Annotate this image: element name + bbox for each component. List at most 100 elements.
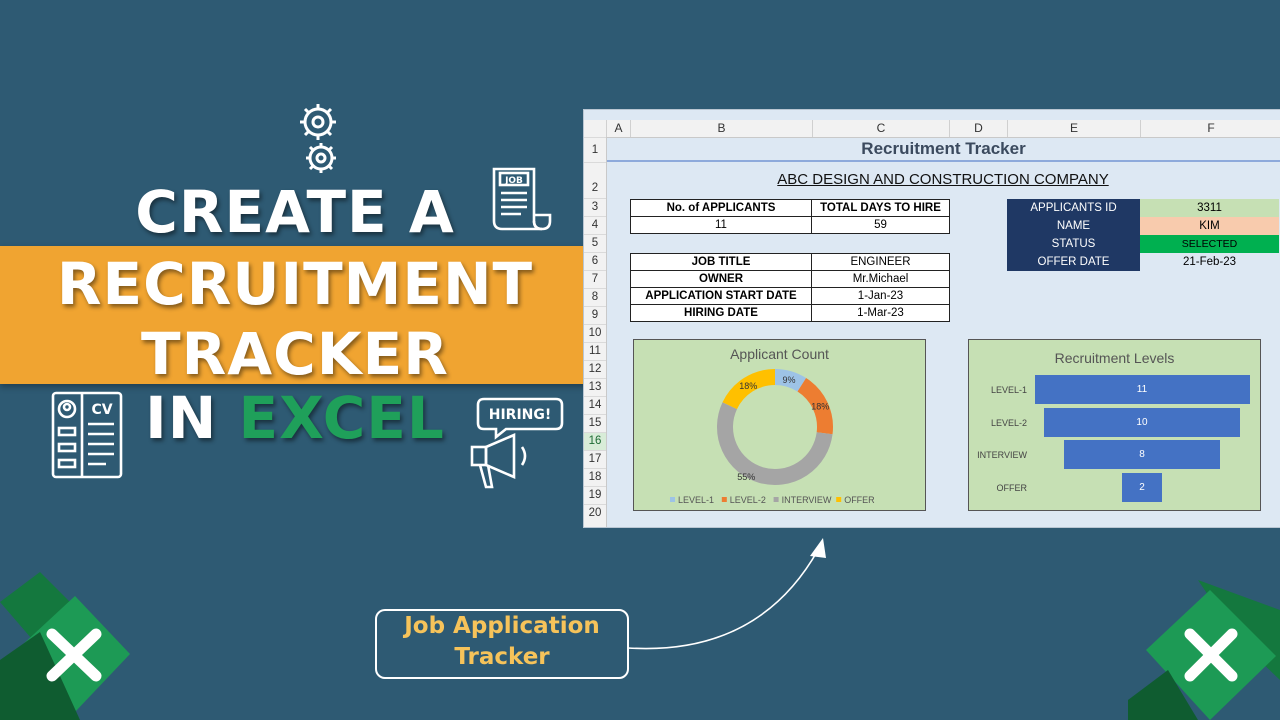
summary-table: No. of APPLICANTS TOTAL DAYS TO HIRE 11 … xyxy=(630,199,950,234)
legend-swatch xyxy=(773,497,779,502)
callout-line-1: Job Application xyxy=(404,613,600,639)
funnel-category-label: LEVEL-2 xyxy=(990,417,1027,428)
cv-label: CV xyxy=(91,402,112,418)
gears-icon xyxy=(300,104,336,173)
funnel-category-label: OFFER xyxy=(996,482,1028,493)
applicant-id-value[interactable]: 3311 xyxy=(1140,199,1279,217)
funnel-category-label: LEVEL-1 xyxy=(990,385,1027,395)
row-header[interactable]: 7 xyxy=(584,270,606,288)
column-header-bar: A B C D E F xyxy=(584,120,1280,138)
row-header[interactable]: 1 xyxy=(584,137,606,162)
sheet-title[interactable]: Recruitment Tracker xyxy=(607,138,1280,162)
funnel-bar: 2 xyxy=(1122,472,1162,502)
applicant-count-chart[interactable]: Applicant Count 9% 18% 55% 18% LEVEL-1 LEVEL-… xyxy=(633,339,926,511)
row-header-bar: 1 2 3 4 5 6 7 8 9 10 11 12 13 14 15 16 1… xyxy=(584,137,607,527)
row-header[interactable]: 10 xyxy=(584,324,606,342)
job-document-icon: JOB xyxy=(492,167,552,231)
applicants-count-value[interactable]: 11 xyxy=(630,216,812,234)
job-info-value[interactable]: ENGINEER xyxy=(811,253,950,271)
headline-line-4: IN EXCEL xyxy=(0,384,590,452)
funnel-bar: 11 xyxy=(1034,375,1250,404)
excel-logo-icon xyxy=(1128,580,1280,720)
row-header[interactable]: 6 xyxy=(584,252,606,270)
row-header[interactable]: 18 xyxy=(584,468,606,486)
status-label[interactable]: STATUS xyxy=(1007,235,1140,253)
job-info-label[interactable]: HIRING DATE xyxy=(630,304,812,322)
funnel-bar: 8 xyxy=(1063,440,1221,469)
applicant-id-label[interactable]: APPLICANTS ID xyxy=(1007,199,1140,217)
arrow-icon xyxy=(627,538,826,650)
column-header[interactable]: A xyxy=(606,120,630,137)
job-label: JOB xyxy=(504,176,523,186)
cv-icon: CV xyxy=(51,391,123,479)
headline-line-3: TRACKER xyxy=(141,320,449,388)
headline-excel: EXCEL xyxy=(238,384,445,452)
job-info-value[interactable]: Mr.Michael xyxy=(811,270,950,288)
slice-label: 18% xyxy=(739,381,757,391)
funnel-category-label: INTERVIEW xyxy=(977,450,1027,460)
donut-slice xyxy=(774,369,807,392)
hiring-label: HIRING! xyxy=(489,407,552,423)
title-band xyxy=(0,246,592,384)
legend-label: LEVEL-2 xyxy=(730,495,766,505)
column-header[interactable]: B xyxy=(630,120,812,137)
row-header[interactable]: 14 xyxy=(584,396,606,414)
donut-slice xyxy=(722,369,776,410)
donut-slice xyxy=(717,402,833,485)
company-name[interactable]: ABC DESIGN AND CONSTRUCTION COMPANY xyxy=(777,171,1109,188)
row-header[interactable]: 11 xyxy=(584,342,606,360)
job-info-label[interactable]: OWNER xyxy=(630,270,812,288)
legend-label: LEVEL-1 xyxy=(678,495,714,505)
spreadsheet[interactable]: A B C D E F 1 2 3 4 5 6 7 8 9 10 11 12 1… xyxy=(583,109,1280,528)
hiring-megaphone-icon: HIRING! xyxy=(470,397,564,489)
name-value[interactable]: KIM xyxy=(1140,217,1279,235)
row-header[interactable]: 2 xyxy=(584,162,606,198)
callout-line-2: Tracker xyxy=(454,644,550,670)
legend-swatch xyxy=(721,497,727,502)
column-header[interactable]: F xyxy=(1140,120,1280,137)
legend-swatch xyxy=(836,497,842,502)
row-header[interactable]: 13 xyxy=(584,378,606,396)
status-badge[interactable]: SELECTED xyxy=(1140,235,1279,253)
slice-label: 55% xyxy=(737,472,755,482)
row-header[interactable]: 4 xyxy=(584,216,606,234)
slice-label: 18% xyxy=(811,402,829,412)
headline-in: IN xyxy=(145,384,218,452)
chart-title: Recruitment Levels xyxy=(1054,350,1175,366)
row-header[interactable]: 3 xyxy=(584,198,606,216)
job-info-value[interactable]: 1-Jan-23 xyxy=(811,287,950,305)
name-label[interactable]: NAME xyxy=(1007,217,1140,235)
donut-svg: 9% 18% 55% 18% LEVEL-1 LEVEL-2 INTERVIEW OFFER xyxy=(670,369,875,505)
job-info-value[interactable]: 1-Mar-23 xyxy=(811,304,950,322)
total-days-value[interactable]: 59 xyxy=(811,216,950,234)
job-info-label[interactable]: APPLICATION START DATE xyxy=(630,287,812,305)
row-header[interactable]: 15 xyxy=(584,414,606,432)
row-header[interactable]: 17 xyxy=(584,450,606,468)
slice-label: 9% xyxy=(782,375,795,385)
excel-logo-icon xyxy=(0,572,130,720)
applicants-count-label[interactable]: No. of APPLICANTS xyxy=(630,199,812,217)
column-header[interactable]: D xyxy=(949,120,1007,137)
offer-date-label[interactable]: OFFER DATE xyxy=(1007,253,1140,271)
legend-label: OFFER xyxy=(844,495,875,505)
row-header[interactable]: 16 xyxy=(584,432,606,450)
headline-line-1: CREATE A xyxy=(135,178,455,246)
offer-date-value[interactable]: 21-Feb-23 xyxy=(1182,256,1237,268)
column-header[interactable]: C xyxy=(812,120,949,137)
row-header[interactable]: 20 xyxy=(584,504,606,522)
applicant-details: APPLICANTS ID 3311 NAME KIM STATUS SELEC… xyxy=(1007,199,1279,271)
donut-slice xyxy=(797,378,833,435)
row-header[interactable]: 12 xyxy=(584,360,606,378)
job-info-label[interactable]: JOB TITLE xyxy=(630,253,812,271)
chart-title: Applicant Count xyxy=(730,346,829,362)
total-days-label[interactable]: TOTAL DAYS TO HIRE xyxy=(811,199,950,217)
headline-line-2: RECRUITMENT xyxy=(56,250,534,318)
row-header[interactable]: 19 xyxy=(584,486,606,504)
row-header[interactable]: 5 xyxy=(584,234,606,252)
legend-label: INTERVIEW xyxy=(782,495,832,505)
column-header[interactable]: E xyxy=(1007,120,1140,137)
row-header[interactable]: 9 xyxy=(584,306,606,324)
row-header[interactable]: 8 xyxy=(584,288,606,306)
